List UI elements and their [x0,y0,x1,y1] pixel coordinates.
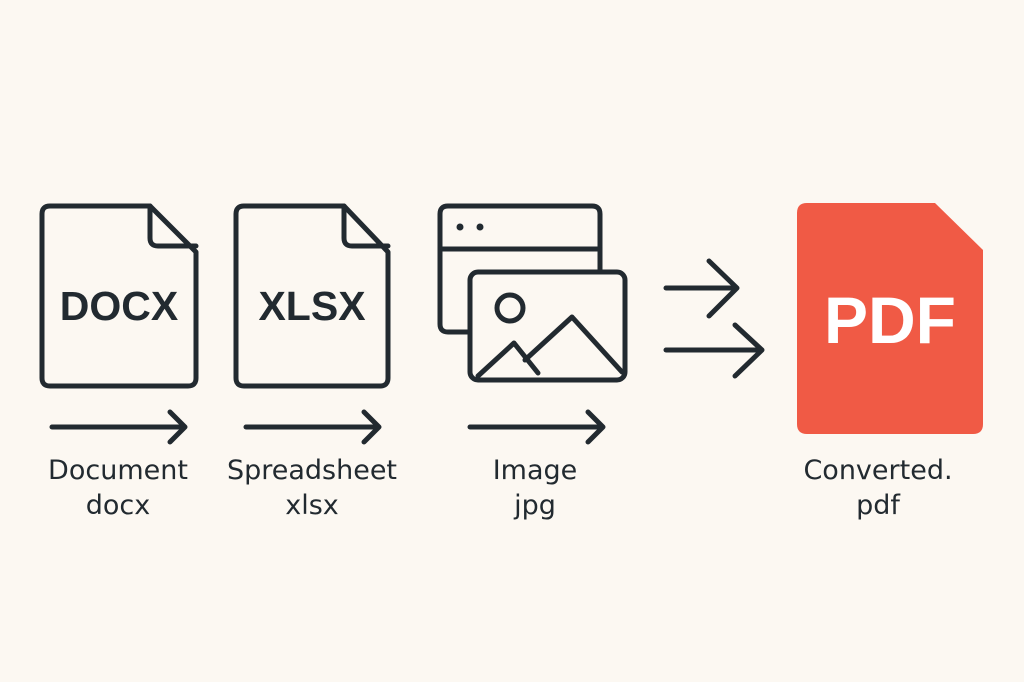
double-arrow-icon [663,258,765,379]
target-label: Converted. [803,455,952,486]
source-label: Spreadsheet [227,455,397,486]
source-label: Image [493,455,578,486]
source-ext: jpg [513,490,556,521]
source-ext: docx [86,490,151,521]
image-file-icon [437,203,628,383]
arrow-icon [49,409,188,445]
source-ext: xlsx [285,490,339,521]
arrow-icon [243,409,382,445]
pdf-file-icon: PDF [797,203,983,434]
target-ext: pdf [856,490,901,521]
source-label: Document [48,455,188,486]
docx-file-icon: DOCX [39,203,199,389]
xlsx-badge: XLSX [258,283,365,329]
arrow-icon [467,409,606,445]
pdf-badge: PDF [824,283,956,357]
xlsx-file-icon: XLSX [233,203,391,389]
docx-badge: DOCX [60,283,178,329]
